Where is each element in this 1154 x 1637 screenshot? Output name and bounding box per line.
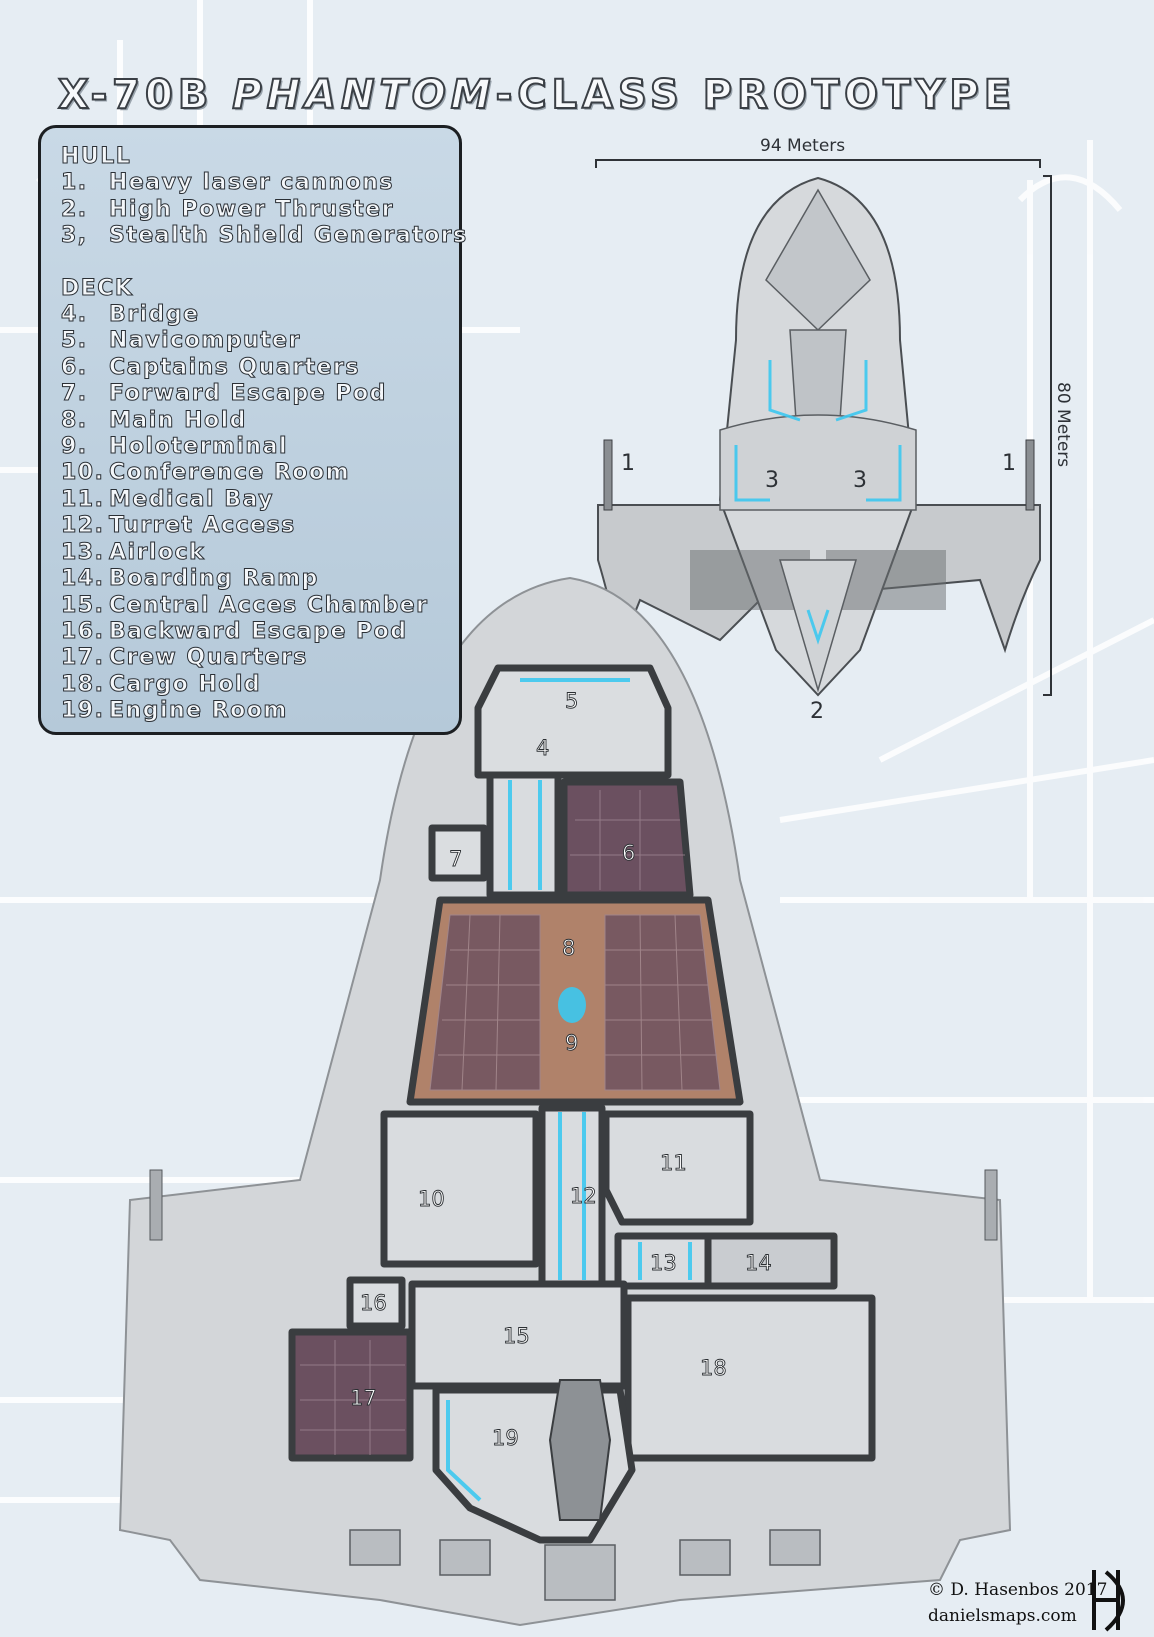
legend-item: 12.Turret Access <box>61 513 296 539</box>
legend-item: 7.Forward Escape Pod <box>61 381 387 407</box>
room-label-7: 7 <box>449 847 462 871</box>
dimension-length <box>1043 175 1052 696</box>
room-label-9: 9 <box>565 1031 578 1055</box>
legend-item: 5.Navicomputer <box>61 328 301 354</box>
title-prefix: X-70B <box>57 71 233 119</box>
room-label-5: 5 <box>565 689 578 713</box>
legend-panel: HULL 1.Heavy laser cannons 2.High Power … <box>38 125 468 735</box>
logo-monogram <box>1092 1570 1125 1632</box>
length-label: 80 Meters <box>1053 382 1073 467</box>
title-class-name: PHANTOM <box>231 71 496 119</box>
marker-shield-right: 3 <box>853 468 867 493</box>
room-crew-quarters <box>288 1328 414 1462</box>
room-label-14: 14 <box>745 1251 772 1275</box>
room-label-19: 19 <box>492 1426 519 1450</box>
room-label-16: 16 <box>360 1291 387 1315</box>
legend-item: 4.Bridge <box>61 302 200 328</box>
legend-item: 13.Airlock <box>61 539 206 565</box>
legend-item: 9.Holoterminal <box>61 434 288 460</box>
deck-plan <box>118 576 1012 1627</box>
room-cargo-hold <box>624 1294 876 1462</box>
room-label-15: 15 <box>503 1324 530 1348</box>
dimension-width <box>595 159 1041 168</box>
room-medical-bay <box>602 1110 754 1226</box>
title-suffix: -CLASS PROTOTYPE <box>495 71 1017 119</box>
legend-item: 2.High Power Thruster <box>61 196 395 222</box>
room-label-18: 18 <box>700 1356 727 1380</box>
legend-item: 14.Boarding Ramp <box>61 566 319 592</box>
room-backward-escape-pod <box>346 1276 406 1330</box>
room-label-10: 10 <box>418 1187 445 1211</box>
room-label-12: 12 <box>570 1184 597 1208</box>
room-label-4: 4 <box>536 736 549 760</box>
room-label-6: 6 <box>622 841 635 865</box>
legend-item: 15.Central Acces Chamber <box>61 592 429 618</box>
legend-item: 18.Cargo Hold <box>61 671 262 697</box>
width-label: 94 Meters <box>760 136 845 156</box>
legend-item: 16.Backward Escape Pod <box>61 618 408 644</box>
marker-cannon-left: 1 <box>621 451 635 476</box>
marker-cannon-right: 1 <box>1002 451 1016 476</box>
marker-thruster: 2 <box>810 699 824 724</box>
room-forward-escape-pod <box>428 824 488 882</box>
legend-item: 3,Stealth Shield Generators <box>61 223 468 249</box>
legend-hull-heading: HULL <box>61 143 132 169</box>
room-conference <box>380 1110 540 1268</box>
room-label-13: 13 <box>650 1251 677 1275</box>
legend-deck-heading: DECK <box>61 275 134 301</box>
exterior-ship-view: 1 1 3 3 2 <box>597 176 1041 724</box>
legend-item: 11.Medical Bay <box>61 486 274 512</box>
legend-item: 6.Captains Quarters <box>61 354 360 380</box>
room-captains-quarters <box>560 778 694 899</box>
legend-spacer <box>61 250 439 276</box>
cannon-right <box>1025 439 1035 511</box>
legend-item: 10.Conference Room <box>61 460 351 486</box>
marker-shield-left: 3 <box>765 468 779 493</box>
legend-item: 1.Heavy laser cannons <box>61 170 395 196</box>
page-title: X-70B PHANTOM-CLASS PROTOTYPE <box>57 71 1017 119</box>
cannon-left <box>603 439 613 511</box>
legend-item: 8.Main Hold <box>61 407 247 433</box>
room-boarding-ramp <box>704 1232 838 1290</box>
room-label-17: 17 <box>350 1386 377 1410</box>
room-central-chamber <box>408 1280 628 1390</box>
legend-item: 17.Crew Quarters <box>61 645 308 671</box>
room-label-11: 11 <box>660 1151 687 1175</box>
copyright-text: © D. Hasenbos 2017 <box>928 1580 1108 1600</box>
room-bridge <box>474 664 672 779</box>
holoterminal <box>558 987 586 1023</box>
legend-item: 19.Engine Room <box>61 698 288 724</box>
room-label-8: 8 <box>562 936 575 960</box>
website-text: danielsmaps.com <box>928 1606 1077 1626</box>
corridor-forward <box>486 771 562 899</box>
credits: © D. Hasenbos 2017 danielsmaps.com <box>928 1577 1107 1629</box>
